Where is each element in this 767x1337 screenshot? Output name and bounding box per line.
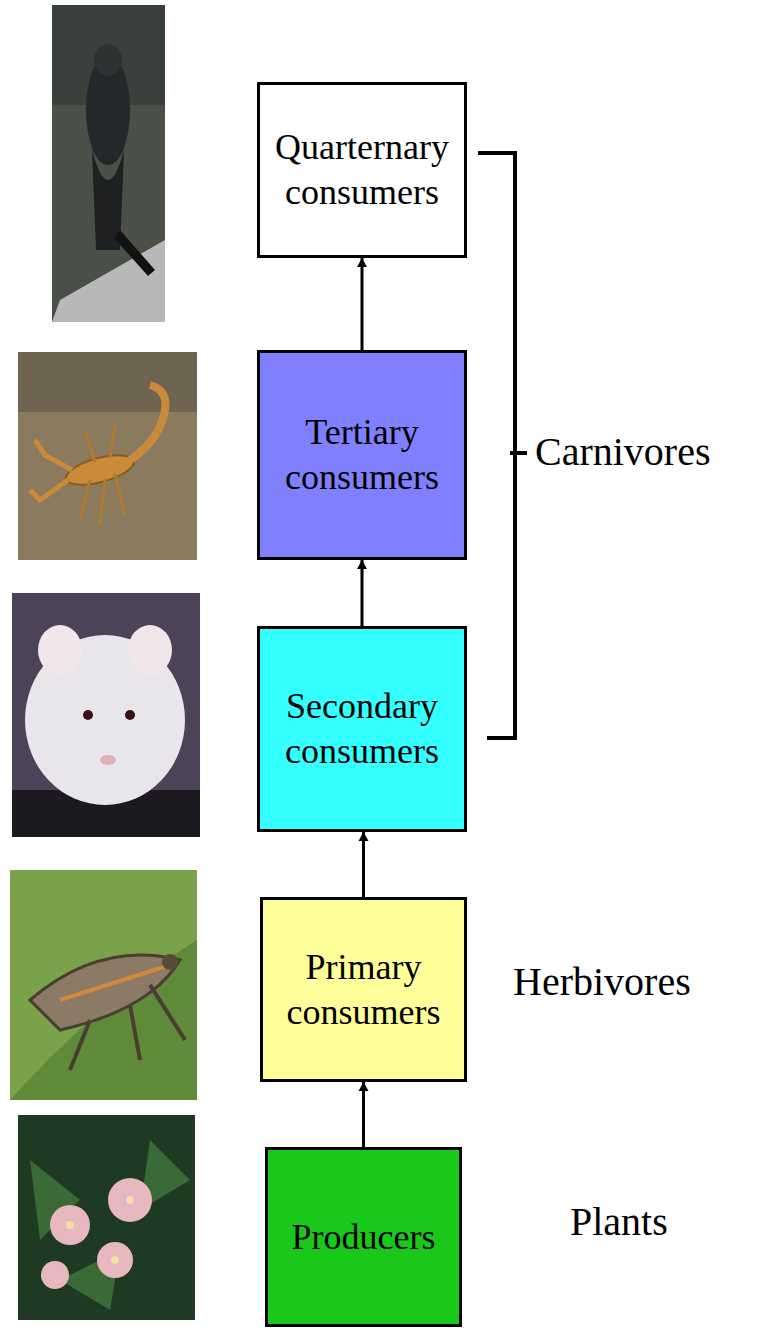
level-box: Primary consumers: [260, 897, 467, 1082]
level-label: Producers: [284, 1215, 444, 1260]
arrow-head: [357, 560, 367, 569]
level-text-group: Quarternary consumers: [260, 125, 464, 215]
level-label: Secondary consumers: [260, 684, 464, 774]
arrow-shaft: [362, 1082, 365, 1147]
level-box: Producers: [265, 1147, 462, 1327]
arrow-head: [359, 1082, 369, 1091]
level-text-group: Secondary consumers: [260, 684, 464, 774]
arrow-shaft: [361, 258, 364, 350]
predator-photo: [52, 5, 165, 322]
energy-arrow: [359, 832, 369, 897]
level-text-group: Tertiary consumers: [260, 410, 464, 500]
arrow-head: [357, 258, 367, 267]
grasshopper-photo: [10, 870, 197, 1100]
arrow-shaft: [361, 560, 364, 626]
trophic-group-label: Carnivores: [535, 428, 711, 476]
flower-photo: [18, 1115, 195, 1320]
level-text-group: Primary consumers: [263, 945, 464, 1035]
trophic-group-label: Herbivores: [513, 958, 691, 1006]
level-box: Tertiary consumers: [257, 350, 467, 560]
level-label: Quarternary consumers: [260, 125, 464, 215]
scorpion-photo: [18, 352, 197, 560]
level-label: Tertiary consumers: [260, 410, 464, 500]
level-box: Secondary consumers: [257, 626, 467, 832]
trophic-group-label: Plants: [570, 1198, 668, 1246]
arrow-shaft: [362, 832, 365, 897]
energy-arrow: [357, 258, 367, 350]
level-label: Primary consumers: [263, 945, 464, 1035]
level-box: Quarternary consumers: [257, 82, 467, 258]
group-bracket: [478, 153, 527, 738]
energy-arrow: [359, 1082, 369, 1147]
mouse-photo: [12, 593, 200, 837]
level-text-group: Producers: [284, 1215, 444, 1260]
energy-arrow: [357, 560, 367, 626]
arrow-head: [359, 832, 369, 841]
